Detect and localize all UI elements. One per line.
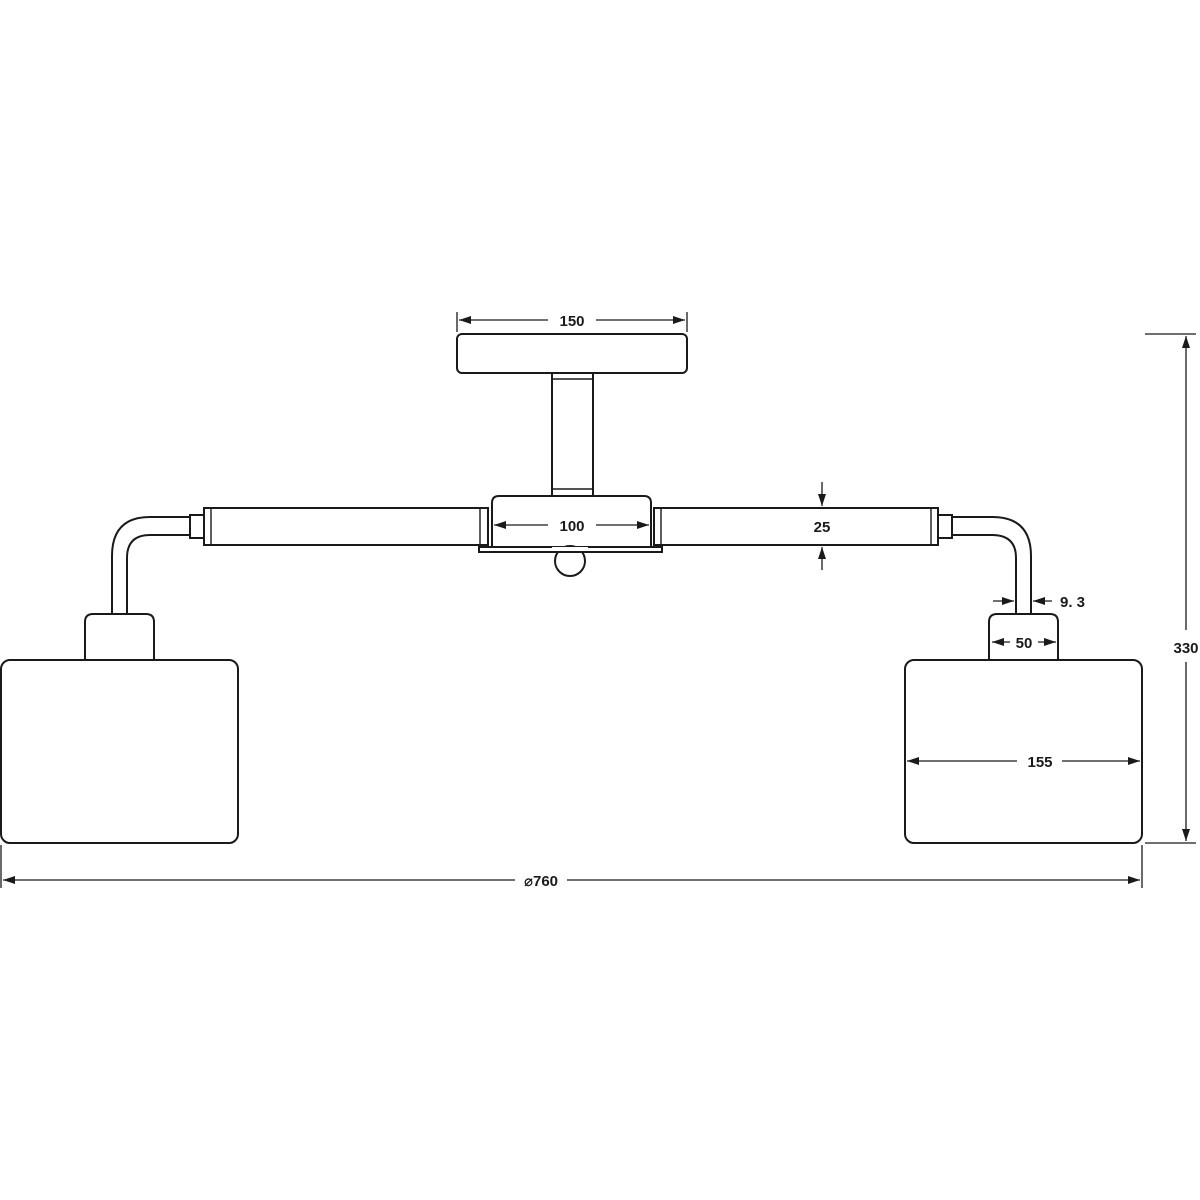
shade-left bbox=[0, 659, 239, 844]
holder-left bbox=[84, 613, 155, 660]
tube-right bbox=[952, 516, 1032, 614]
label-arm-diameter: 25 bbox=[814, 519, 831, 536]
dimension-shade-width: 155 bbox=[907, 754, 1140, 771]
dimension-canopy-width: 150 bbox=[456, 312, 688, 332]
canopy bbox=[456, 333, 688, 374]
shade-right bbox=[904, 659, 1143, 844]
dimension-arm-diameter: 25 bbox=[808, 482, 832, 570]
label-total-height: 330 bbox=[1173, 640, 1198, 657]
dimension-total-diameter: ⌀760 bbox=[0, 845, 1143, 890]
label-stem-width: 9. 3 bbox=[1060, 594, 1085, 611]
dimension-stem-width: 9. 3 bbox=[993, 594, 1085, 611]
label-shade-width: 155 bbox=[1027, 754, 1052, 771]
dimension-total-height: 330 bbox=[1145, 333, 1199, 844]
label-holder-width: 50 bbox=[1016, 635, 1033, 652]
holder-right bbox=[988, 613, 1059, 660]
stem bbox=[551, 373, 594, 496]
dimension-holder-width: 50 bbox=[992, 635, 1056, 652]
arm-left bbox=[189, 507, 489, 546]
dimension-housing-width: 100 bbox=[494, 518, 649, 535]
center-housing bbox=[478, 495, 663, 577]
tube-left bbox=[111, 516, 190, 614]
label-total-diameter: ⌀760 bbox=[524, 873, 558, 890]
label-canopy-width: 150 bbox=[559, 313, 584, 330]
arm-right bbox=[653, 507, 953, 546]
label-housing-width: 100 bbox=[559, 518, 584, 535]
